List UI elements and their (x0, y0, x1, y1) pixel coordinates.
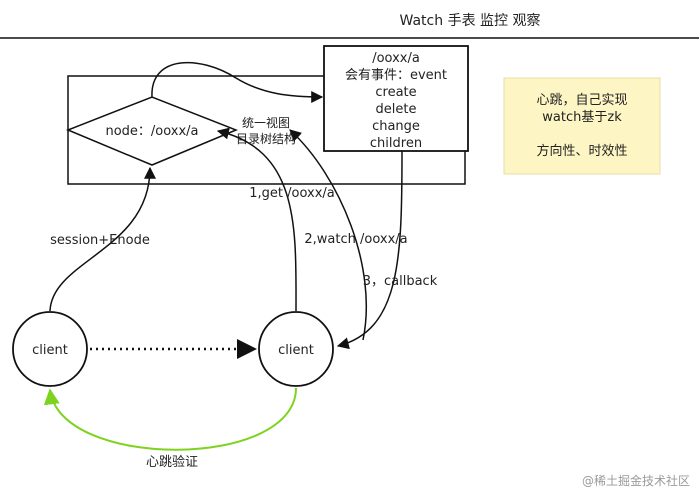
event-box (323, 45, 469, 152)
unified-view-line2: 目录树结构 (236, 131, 296, 146)
edge-callback (336, 150, 403, 350)
edge-watch-label: 2,watch /ooxx/a (304, 232, 407, 247)
event-line: /ooxx/a (372, 51, 420, 66)
znode-label: node：/ooxx/a (105, 124, 198, 139)
edge-session-label: session+Enode (50, 233, 150, 248)
unified-view-line1: 统一视图 (242, 115, 290, 130)
edge-diamond-to-event (151, 61, 324, 103)
watermark: @稀土掘金技术社区 (582, 473, 690, 488)
edge-watch (289, 129, 367, 341)
client-right-label: client (278, 343, 314, 358)
header-title: Watch 手表 监控 观察 (400, 12, 541, 29)
edge-heartbeat-label: 心跳验证 (146, 454, 198, 470)
event-line: change (372, 119, 420, 134)
znode-diamond (66, 96, 238, 166)
note-line: watch基于zk (542, 110, 622, 125)
edge-heartbeat-label-bg (141, 452, 203, 470)
edge-callback-label: 3，callback (363, 274, 438, 289)
note-line: 心跳，自己实现 (536, 93, 627, 108)
event-box-lines: /ooxx/a 会有事件：event create delete change … (345, 51, 447, 151)
edge-get (216, 127, 297, 312)
client-left-node (12, 311, 88, 387)
event-line: create (375, 85, 416, 100)
event-line: delete (376, 102, 417, 117)
note-box (503, 77, 661, 175)
edge-session (49, 166, 156, 312)
event-line: children (370, 136, 422, 151)
event-line: 会有事件：event (345, 68, 447, 83)
edge-get-label: 1,get /ooxx/a (249, 186, 335, 201)
client-right-node (258, 311, 334, 387)
edge-heartbeat (43, 387, 297, 451)
client-left-label: client (32, 343, 68, 358)
note-line: 方向性、时效性 (536, 143, 627, 159)
